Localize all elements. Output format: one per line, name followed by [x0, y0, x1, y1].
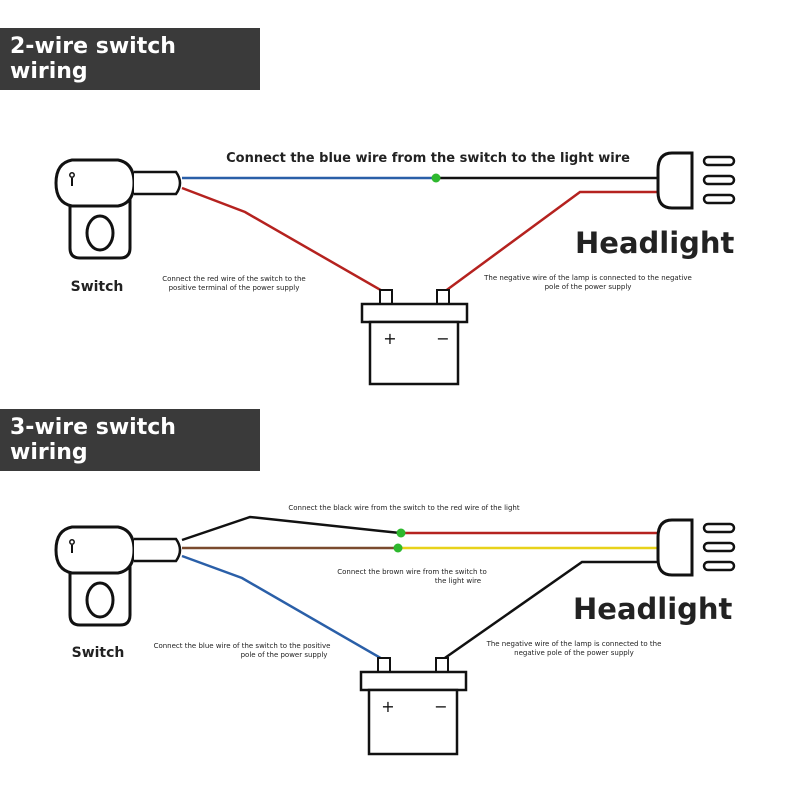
left-note-line-1: Connect the blue wire of the switch to t… — [154, 642, 331, 650]
junction-dot — [431, 173, 441, 183]
middle-note-line-1: Connect the brown wire from the switch t… — [337, 568, 486, 576]
battery-minus: − — [436, 329, 449, 348]
switch-label: Switch — [72, 645, 125, 661]
switch-icon — [54, 158, 182, 260]
red-wire-positive — [181, 186, 385, 294]
section-heading-2-wire: 2-wire switch wiring — [0, 28, 260, 90]
headlight-icon — [656, 518, 736, 577]
right-note-line-1: The negative wire of the lamp is connect… — [483, 274, 692, 282]
battery-plus: + — [381, 697, 394, 716]
battery-icon — [360, 289, 469, 386]
right-note-line-2: pole of the power supply — [545, 283, 632, 291]
diagram-2-wire: Switch Headlight + − Connect the blue wi… — [54, 151, 736, 386]
headlight-label: Headlight — [575, 226, 735, 260]
right-note-line-1: The negative wire of the lamp is connect… — [486, 640, 662, 648]
junction-dot-brown-yellow — [393, 543, 403, 553]
battery-icon — [359, 657, 468, 756]
black-wire-negative — [441, 560, 660, 662]
top-note: Connect the black wire from the switch t… — [288, 504, 519, 512]
blue-wire-positive — [181, 554, 385, 662]
junction-dot-black-red — [396, 528, 406, 538]
switch-icon — [54, 525, 182, 627]
red-wire-negative — [443, 190, 660, 294]
right-note-line-2: negative pole of the power supply — [514, 649, 634, 657]
headlight-icon — [656, 151, 736, 210]
section-heading-3-wire: 3-wire switch wiring — [0, 409, 260, 471]
top-note: Connect the blue wire from the switch to… — [226, 151, 630, 166]
headlight-label: Headlight — [573, 592, 733, 626]
left-note-line-1: Connect the red wire of the switch to th… — [162, 275, 306, 283]
black-wire — [181, 515, 401, 542]
middle-note-line-2: the light wire — [435, 577, 481, 585]
battery-minus: − — [434, 697, 447, 716]
switch-label: Switch — [71, 279, 124, 295]
left-note-line-2: pole of the power supply — [241, 651, 328, 659]
battery-plus: + — [383, 329, 396, 348]
diagram-3-wire: Switch Headlight + − Connect the black w… — [54, 504, 736, 756]
left-note-line-2: positive terminal of the power supply — [169, 284, 300, 292]
